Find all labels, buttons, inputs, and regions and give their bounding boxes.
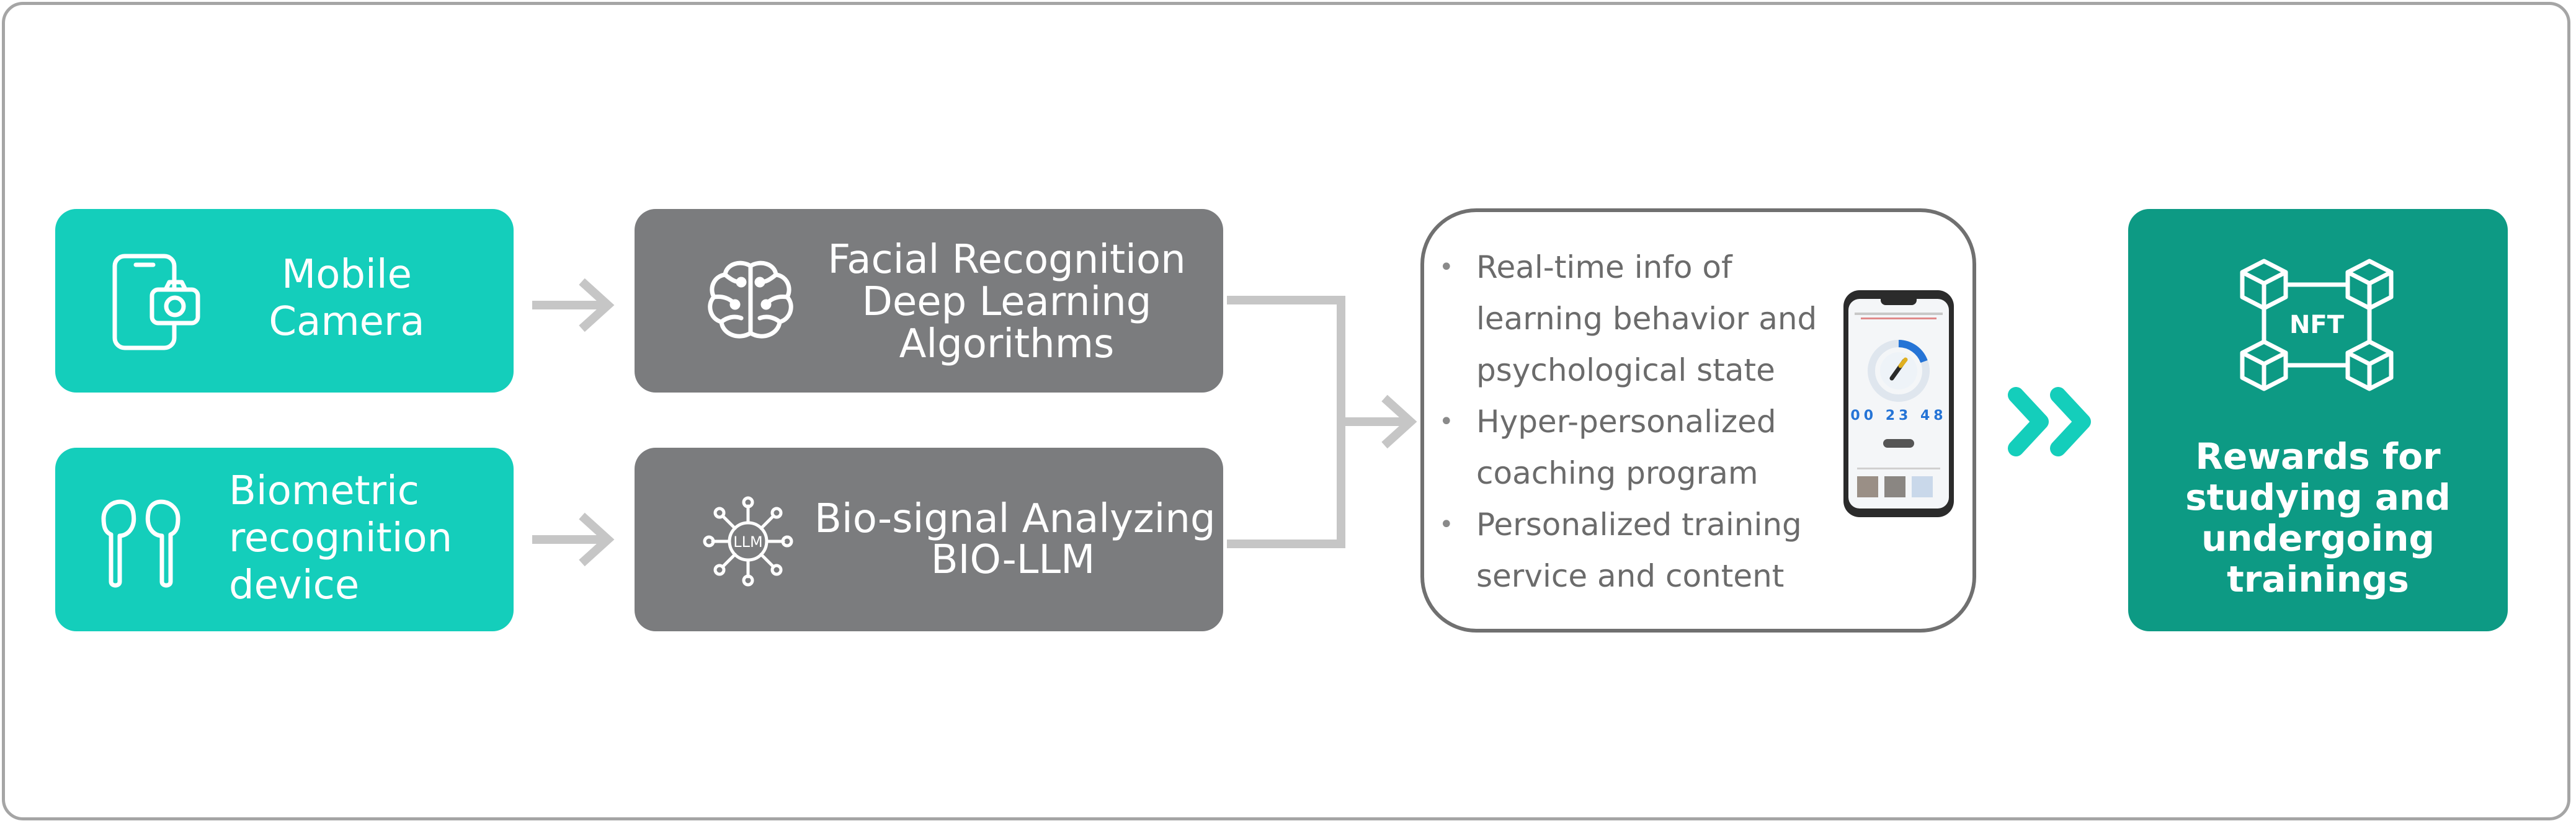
rewards-box: NFT Rewards for studying and undergoing …: [2128, 209, 2508, 631]
bio-signal-box: LLM Bio-signal Analyzing BIO-LLM: [635, 448, 1223, 631]
service-item: Hyper-personalized coaching program: [1433, 396, 1830, 499]
biometric-device-box: Biometric recognition device: [55, 448, 514, 631]
facial-recognition-label: Facial Recognition Deep Learning Algorit…: [827, 237, 1186, 367]
biometric-device-label: Biometric recognition device: [229, 468, 453, 608]
facial-recognition-box: Facial Recognition Deep Learning Algorit…: [635, 209, 1223, 393]
brain-icon: [704, 257, 797, 347]
phone-timer: 00 23 48: [1850, 408, 1947, 424]
smartphone-camera-icon: [106, 252, 205, 354]
mobile-camera-box: Mobile Camera: [55, 209, 514, 393]
llm-network-icon: LLM: [702, 495, 795, 590]
rewards-label: Rewards for studying and undergoing trai…: [2185, 435, 2451, 600]
llm-icon-text: LLM: [733, 533, 762, 551]
nft-icon-text: NFT: [2289, 311, 2345, 339]
phone-screen: 00 23 48: [1848, 299, 1949, 508]
service-item: Real-time info of learning behavior and …: [1433, 242, 1830, 396]
bio-signal-label: Bio-signal Analyzing BIO-LLM: [814, 496, 1216, 583]
mobile-camera-label: Mobile Camera: [269, 252, 425, 345]
service-item: Personalized training service and conten…: [1433, 499, 1830, 602]
merge-line: [1227, 296, 1417, 548]
earbuds-icon: [91, 489, 190, 597]
arrow-camera-to-facial: [532, 278, 615, 332]
chevron-double-icon: [2008, 387, 2091, 456]
nft-blocks-icon: NFT: [2236, 254, 2397, 405]
phone-screen-graphics: [1855, 313, 1943, 497]
arrow-biometric-to-biosignal: [532, 512, 615, 567]
phone-mockup: 00 23 48: [1843, 290, 1954, 517]
phone-notch: [1881, 299, 1917, 305]
services-list: Real-time info of learning behavior and …: [1433, 242, 1830, 602]
